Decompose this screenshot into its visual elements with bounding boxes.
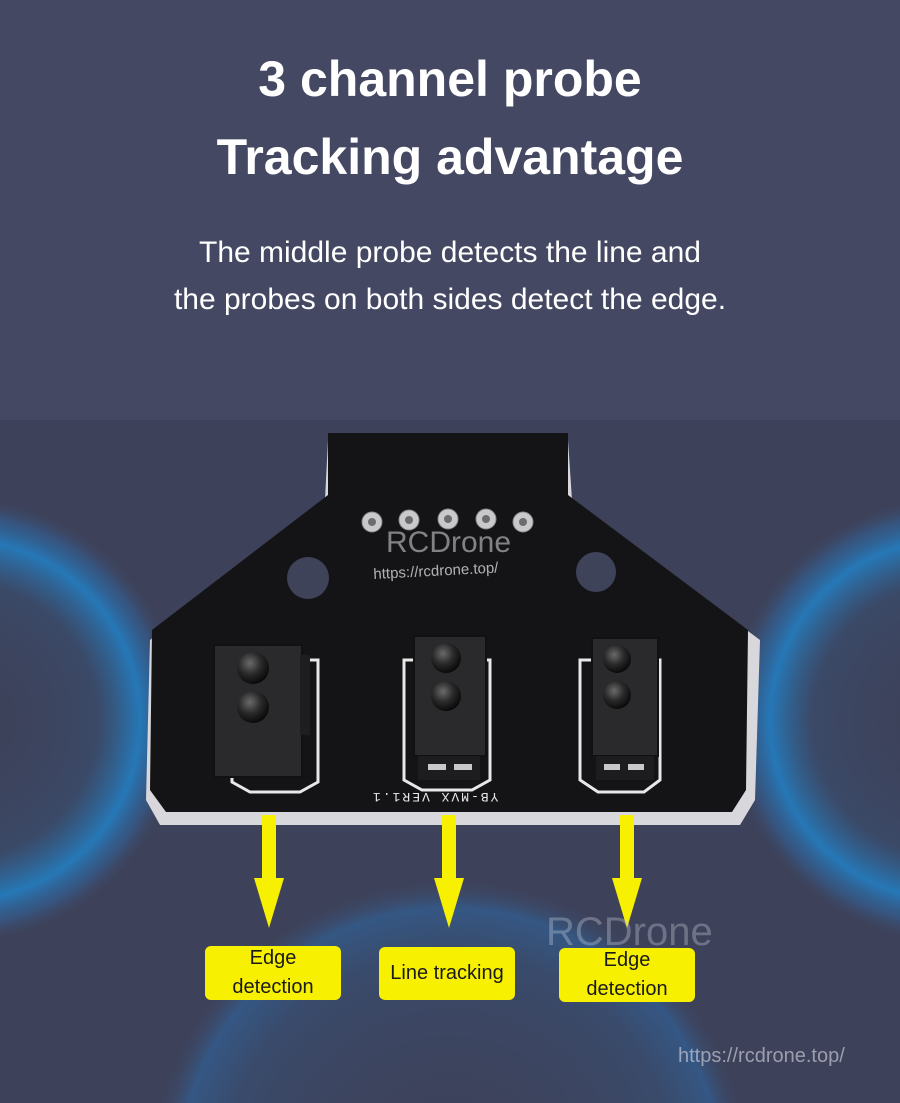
callout-line-tracking: Line tracking [379, 947, 515, 1000]
watermark-board-brand: RCDrone [386, 526, 512, 559]
watermark-brand: RCDrone [546, 910, 713, 954]
ir-sensor-left [213, 644, 320, 794]
title-line-1: 3 channel probe [258, 51, 642, 107]
callout-label: Edge detection [586, 949, 668, 1000]
mounting-hole [576, 552, 616, 592]
callout-edge-detection-right: Edge detection [559, 948, 695, 1002]
subtitle-line-2: the probes on both sides detect the edge… [173, 283, 727, 316]
callout-edge-detection-left: Edge detection [205, 946, 341, 1000]
subtitle-line-1: The middle probe detects the line and [199, 236, 701, 269]
watermark-url: https://rcdrone.top/ [678, 1045, 845, 1067]
arrows [254, 815, 642, 928]
ir-sensor-middle [402, 635, 492, 792]
arrow-middle [434, 815, 464, 928]
pcb-silkscreen-label: YB-MVX VER1.1 [371, 789, 499, 804]
arrow-left [254, 815, 284, 928]
arrow-right [612, 815, 642, 928]
title-line-2: Tracking advantage [216, 129, 684, 185]
callout-label: Edge detection [232, 947, 314, 998]
callout-label: Line tracking [390, 962, 504, 984]
mounting-hole [287, 557, 329, 599]
ir-sensor-right [578, 637, 662, 794]
